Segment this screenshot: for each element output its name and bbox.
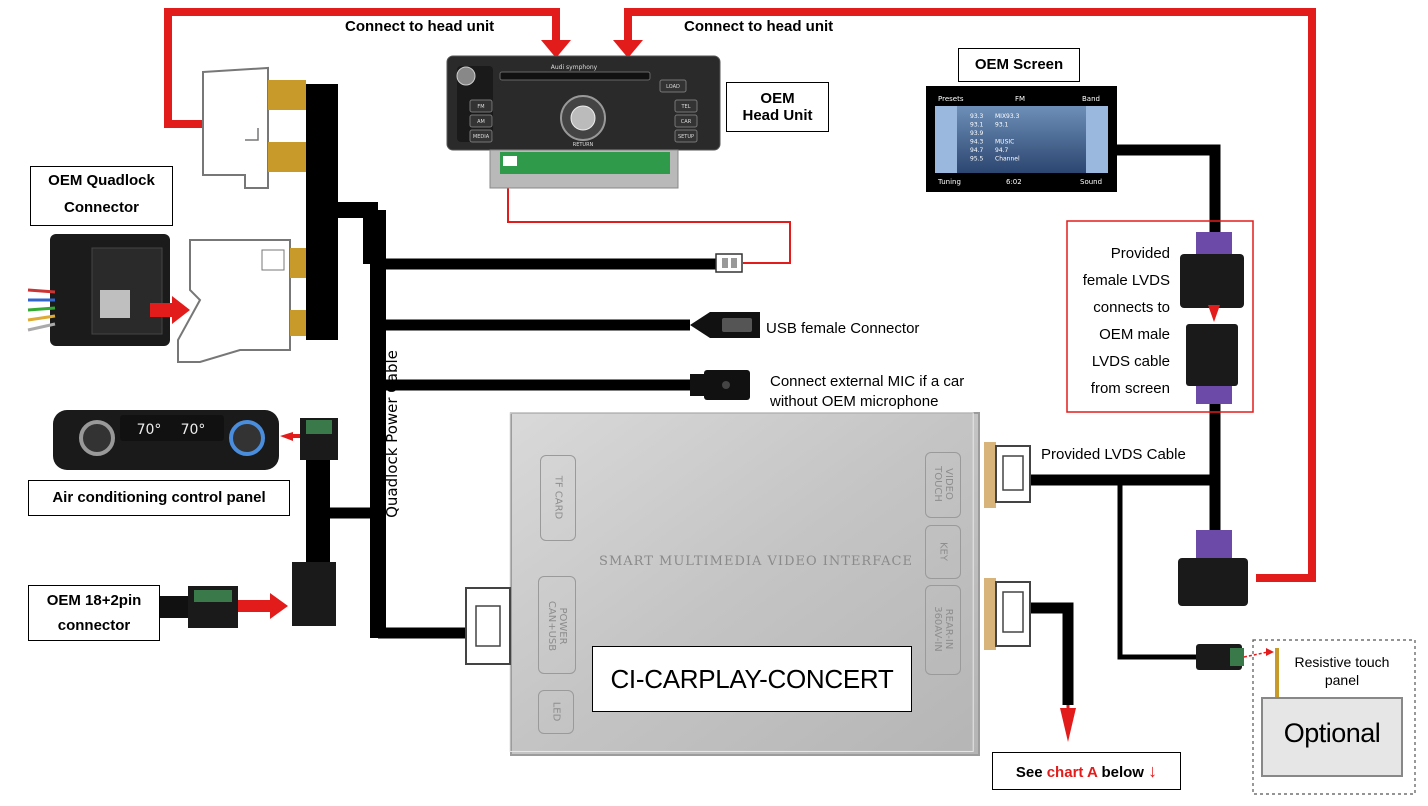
see-chart-suffix: below — [1097, 764, 1144, 781]
oem-head-unit-image: Audi symphony — [446, 55, 721, 189]
station-name: MUSIC — [995, 139, 1014, 146]
aux-2pin-connector — [715, 253, 743, 273]
chart-a-link: chart A — [1046, 764, 1098, 781]
ac-temp-left: 70° — [137, 422, 162, 438]
port-power: POWER CAN+USB — [538, 576, 576, 674]
oem-quadlock-label: OEM Quadlock Connector — [30, 166, 173, 226]
oem-screen-image — [926, 86, 1117, 192]
svg-text:Sound: Sound — [1080, 178, 1102, 186]
see-chart-a-box: See chart A below ↓ — [992, 752, 1181, 790]
head-unit-button-label: AM — [477, 119, 485, 125]
ac-panel-image: 70° 70° — [53, 410, 306, 470]
optional-dashed-box — [1252, 639, 1416, 795]
red-arrowheads — [541, 40, 643, 58]
head-unit-button-label: SETUP — [678, 134, 694, 140]
head-unit-brand: Audi symphony — [551, 64, 598, 71]
head-unit-button-label: MEDIA — [473, 134, 490, 140]
station-frequency: 93.9 — [970, 130, 984, 137]
external-mic-label: Connect external MIC if a car without OE… — [770, 373, 965, 410]
station-name: 94.7 — [995, 147, 1009, 154]
module-connectors — [465, 442, 1031, 665]
head-unit-button-label: CAR — [681, 119, 692, 125]
ac-harness — [292, 418, 338, 626]
touch-panel-image — [1261, 648, 1403, 777]
usb-female-connector — [690, 312, 760, 338]
lvds-provided-label: Provided female LVDS connects to OEM mal… — [1082, 245, 1170, 397]
port-key: KEY — [925, 525, 961, 579]
svg-text:Presets: Presets — [938, 95, 964, 103]
optional-label: Optional — [1283, 718, 1381, 748]
lvds-cable-label: Provided LVDS Cable — [1041, 446, 1186, 463]
port-video-touch: VIDEO TOUCH — [925, 452, 961, 518]
red-signal-wires — [164, 8, 1316, 582]
lvds-highlight-box — [1066, 220, 1254, 413]
lvds-lower-connector — [1178, 530, 1248, 606]
ac-temp-right: 70° — [181, 422, 206, 438]
port-led: LED — [538, 690, 574, 734]
station-frequency: 95.5 — [970, 156, 984, 163]
connect-head-unit-right-label: Connect to head unit — [684, 18, 834, 35]
touch-panel-connector — [1196, 644, 1274, 670]
quadlock-harness — [27, 66, 306, 363]
svg-text:Band: Band — [1082, 95, 1100, 103]
ac-panel-label: Air conditioning control panel — [28, 480, 290, 516]
module-model-label: CI-CARPLAY-CONCERT — [592, 646, 912, 712]
oem-18-2pin-image — [160, 586, 288, 628]
oem-head-unit-label: OEM Head Unit — [726, 82, 829, 132]
resistive-touch-label: Resistive touch panel — [1294, 654, 1390, 688]
head-unit-button-labels: FM AM MEDIA TEL CAR SETUP LOAD RETURN — [473, 84, 694, 148]
usb-female-label: USB female Connector — [766, 320, 920, 337]
oem-screen-text: Presets FM Band Tuning 6:02 Sound — [937, 95, 1102, 186]
port-rear-in: REAR-IN 360AV-IN — [925, 585, 961, 675]
see-chart-prefix: See — [1015, 764, 1047, 781]
station-name: 93.1 — [995, 122, 1009, 129]
svg-text:Tuning: Tuning — [937, 178, 961, 186]
lvds-female-connector — [1180, 232, 1244, 322]
module-title: SMART MULTIMEDIA VIDEO INTERFACE — [599, 554, 913, 569]
head-unit-return-label: RETURN — [573, 142, 594, 148]
station-frequency: 93.3 — [970, 113, 984, 120]
svg-text:6:02: 6:02 — [1006, 178, 1022, 186]
station-frequency: 94.7 — [970, 147, 984, 154]
station-name: Channel — [995, 156, 1020, 163]
black-cables — [306, 84, 1221, 705]
oem-18-2pin-label: OEM 18+2pin connector — [28, 585, 160, 641]
station-name: MIX93.3 — [995, 113, 1020, 120]
mic-jack — [690, 370, 750, 400]
station-frequency: 93.1 — [970, 122, 984, 129]
port-tf-card: TF CARD — [540, 455, 576, 541]
head-unit-load-label: LOAD — [666, 84, 680, 90]
down-arrow-icon: ↓ — [1148, 761, 1158, 781]
station-frequency: 94.3 — [970, 139, 984, 146]
lvds-male-connector — [1186, 324, 1238, 404]
svg-text:FM: FM — [1015, 95, 1025, 103]
connect-head-unit-left-label: Connect to head unit — [345, 18, 495, 35]
head-unit-button-label: TEL — [681, 104, 691, 110]
quadlock-cable-text: Quadlock Power Cable — [383, 350, 401, 518]
head-unit-aux-wire — [507, 163, 791, 264]
oem-screen-label: OEM Screen — [958, 48, 1080, 82]
head-unit-button-label: FM — [477, 104, 484, 110]
